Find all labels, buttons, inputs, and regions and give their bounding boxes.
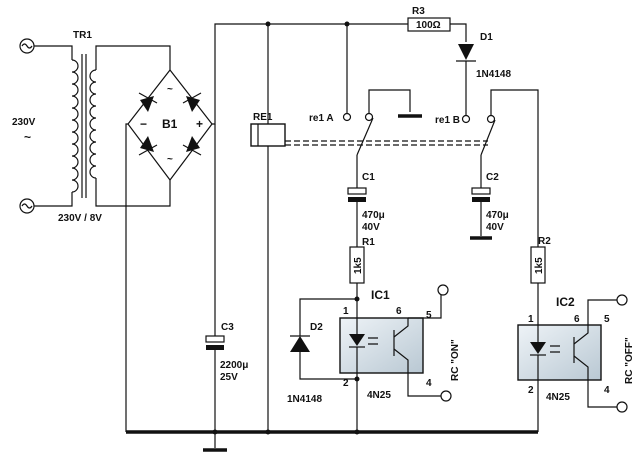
ic1-pin2-label: 2 (343, 378, 349, 389)
bridge-minus-label: − (140, 117, 147, 131)
r3-ref-label: R3 (412, 6, 425, 17)
bridge-diode (182, 92, 202, 112)
ic2-led (530, 342, 546, 354)
ic1-pin1-label: 1 (343, 306, 349, 317)
r2-value-label: 1k5 (534, 257, 545, 274)
ic1-ref-label: IC1 (371, 288, 390, 302)
ic2-output-terminal (616, 294, 628, 306)
c1-plate (348, 197, 366, 202)
ic1-output-label: RC "ON" (450, 339, 461, 381)
light-arrow-icon (368, 337, 378, 345)
c3-voltage-label: 25V (220, 372, 238, 383)
ic1-package (339, 317, 424, 374)
c1-voltage-label: 40V (362, 222, 380, 233)
ic1-led (349, 334, 365, 346)
mains-input: 230V ~ (12, 38, 36, 214)
ic1-output-terminal (440, 390, 452, 402)
secondary-winding (89, 69, 97, 179)
ic2-ref-label: IC2 (556, 295, 575, 309)
d2-diode: D2 1N4148 (287, 298, 360, 405)
relay-ref-label: RE1 (253, 112, 273, 123)
contact-b-arm (480, 119, 496, 156)
d2-ref-label: D2 (310, 322, 323, 333)
bridge-diode (138, 136, 158, 156)
bridge-plus-label: + (196, 117, 203, 131)
c1-r1-branch: C1 470μ 40V R1 1k5 (347, 172, 385, 318)
contact-b-label: re1 B (435, 115, 460, 126)
ic1-part-label: 4N25 (367, 390, 391, 401)
bridge-ac-label: ~ (167, 84, 173, 95)
c2-value-label: 470μ (486, 210, 509, 221)
c2-ref-label: C2 (486, 172, 499, 183)
r1-ref-label: R1 (362, 237, 375, 248)
ic2-pin2-label: 2 (528, 385, 534, 396)
r1-value-label: 1k5 (353, 257, 364, 274)
contact-re1-a: re1 A (309, 24, 422, 188)
ic2-pin5-label: 5 (604, 314, 610, 325)
d1-part-label: 1N4148 (476, 69, 511, 80)
ic2-pin1-label: 1 (528, 314, 534, 325)
optocoupler-ic2: IC2 1 6 5 2 4 RC "OFF" 4N25 (517, 294, 635, 432)
ic2-output-terminal (616, 401, 628, 413)
bridge-ac-label: ~ (167, 154, 173, 165)
c3-value-label: 2200μ (220, 360, 248, 371)
r2-ref-label: R2 (538, 236, 551, 247)
contact-a-arm (356, 117, 374, 156)
b1-ref-label: B1 (162, 117, 178, 131)
bridge-diode (182, 136, 202, 156)
ic1-output-terminal (437, 284, 449, 296)
d1-ref-label: D1 (480, 32, 493, 43)
c1-ref-label: C1 (362, 172, 375, 183)
c3-ref-label: C3 (221, 322, 234, 333)
c2-plate (471, 187, 491, 195)
ic1-pin6-label: 6 (396, 306, 402, 317)
r2-branch: R2 1k5 (530, 236, 551, 325)
ic2-pin4-label: 4 (604, 385, 610, 396)
ic1-pin4-label: 4 (426, 378, 432, 389)
ic2-part-label: 4N25 (546, 392, 570, 403)
c2-plate (472, 197, 490, 202)
r3-value-label: 100Ω (416, 20, 441, 31)
optocoupler-ic1: IC1 1 6 5 2 4 RC "ON" 4N25 (339, 284, 461, 432)
light-arrow-icon (550, 345, 560, 353)
relay-re1: RE1 (250, 24, 488, 432)
d1-diode (456, 44, 476, 62)
c2-voltage-label: 40V (486, 222, 504, 233)
r3-d1-branch: R3 100Ω D1 1N4148 (265, 6, 511, 116)
ic2-pin6-label: 6 (574, 314, 580, 325)
contact-re1-b: re1 B C2 470μ 40V (435, 89, 539, 247)
ic2-output-label: RC "OFF" (624, 337, 635, 384)
bridge-diode (138, 92, 158, 112)
c3-plate (206, 345, 224, 350)
mains-voltage-label: 230V (12, 117, 36, 128)
bridge-rectifier-b1: B1 − + ~ ~ (125, 23, 408, 432)
ic1-pin5-label: 5 (426, 310, 432, 321)
tr1-rating-label: 230V / 8V (58, 213, 102, 224)
c3-capacitor: C3 2200μ 25V (205, 124, 248, 435)
ac-symbol-icon (21, 203, 33, 209)
relay-coil (250, 123, 286, 147)
c3-plate (205, 335, 225, 343)
contact-a-label: re1 A (309, 113, 334, 124)
transformer-tr1: TR1 230V / 8V (34, 30, 171, 224)
c1-plate (347, 187, 367, 195)
tr1-ref-label: TR1 (73, 30, 92, 41)
ground-rail (126, 429, 538, 452)
c1-value-label: 470μ (362, 210, 385, 221)
primary-winding (71, 59, 79, 193)
mains-ac-symbol: ~ (24, 130, 31, 144)
d2-part-label: 1N4148 (287, 394, 322, 405)
ac-symbol-icon (21, 43, 33, 49)
